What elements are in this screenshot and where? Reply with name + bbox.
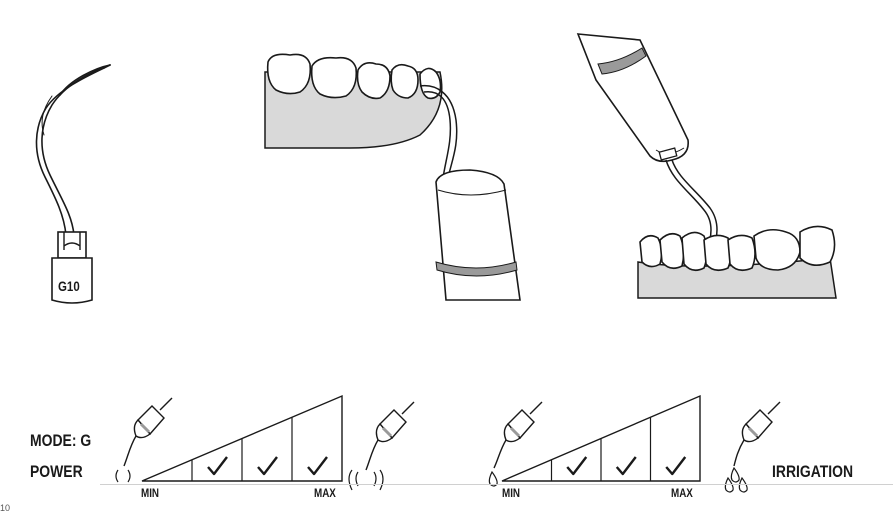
footer-rule (100, 484, 893, 485)
water-drop-icon (488, 470, 498, 487)
molar-2 (310, 56, 358, 99)
canine (419, 67, 442, 100)
irrigation-check-icon (615, 456, 637, 476)
premolar-2 (390, 63, 419, 99)
water-drops-icon (724, 466, 748, 493)
irrigation-check-icon (665, 456, 687, 476)
irrigation-min-label: MIN (502, 486, 521, 500)
irrigation-max-label: MAX (671, 486, 693, 500)
power-max-label: MAX (314, 486, 336, 500)
mode-label: MODE: G (30, 431, 92, 450)
irrigation-check-icon (566, 456, 588, 476)
power-label: POWER (30, 462, 83, 481)
power-check-icon (307, 456, 328, 476)
premolar-1 (356, 62, 391, 100)
molar-1 (266, 53, 312, 95)
power-min-label: MIN (141, 486, 160, 500)
lower-molar-2 (799, 225, 836, 266)
power-check-icon (207, 456, 228, 476)
tip-code-label: G10 (58, 278, 80, 294)
page-number: 10 (0, 503, 11, 513)
power-check-icon (257, 456, 278, 476)
lower-premolar-2 (727, 234, 756, 272)
irrigation-label: IRRIGATION (772, 462, 854, 481)
